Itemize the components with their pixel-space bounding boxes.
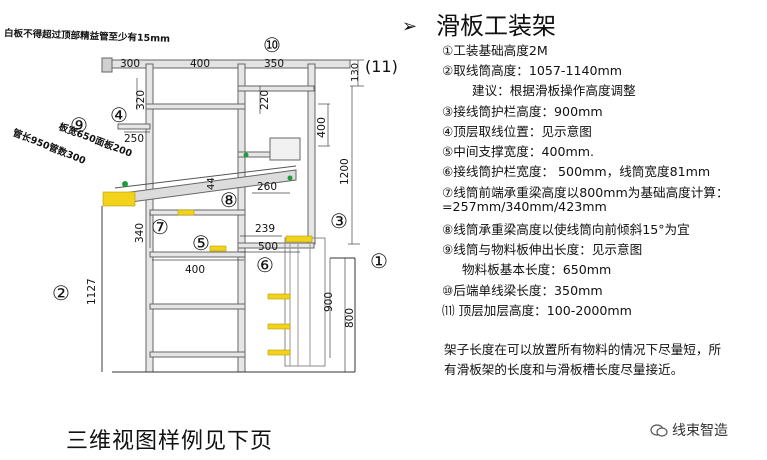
spec-line-9: =257mm/340mm/423mm — [442, 199, 607, 214]
spec-title: ➢ 滑板工装架 — [402, 6, 556, 41]
frame-drawing: 300 400 350 130 320 250 220 400 1200 44 … — [4, 27, 398, 373]
spec-line-14: ⑾ 顶层加层高度：100-2000mm — [442, 303, 632, 318]
callout-4: ④ — [110, 103, 128, 127]
spec-line-12: 物料板基本长度：650mm — [462, 262, 612, 277]
dim-400-vert: 400 — [315, 117, 328, 138]
dim-1200: 1200 — [339, 158, 351, 185]
yellow-guard-top — [285, 235, 313, 243]
dim-250: 250 — [124, 133, 144, 145]
spec-title-text: 滑板工装架 — [436, 12, 556, 40]
dim-800: 800 — [344, 308, 356, 328]
dim-239: 239 — [255, 223, 275, 235]
dim-400-top: 400 — [190, 58, 210, 70]
beam-a — [145, 103, 246, 110]
spec-line-11: ⑨线筒与物料板伸出长度：见示意图 — [442, 242, 643, 257]
watermark-text: 线束智造 — [672, 423, 728, 439]
spec-line-13: ⑩后端单线梁长度：350mm — [442, 283, 603, 298]
top-left-stub — [101, 57, 113, 73]
spec-line-1: ①工装基础高度2M — [442, 43, 548, 58]
spec-line-7: ⑥接线筒护栏宽度： 500mm，线筒宽度81mm — [442, 164, 711, 179]
spec-line-4: ③接线筒护栏高度：900mm — [442, 104, 603, 119]
beam-e — [149, 351, 246, 358]
dim-44: 44 — [206, 177, 217, 190]
bin-box — [269, 137, 301, 161]
callout-6: ⑥ — [256, 253, 274, 277]
beam-d — [149, 303, 246, 310]
callout-7: ⑦ — [151, 215, 169, 239]
beam-right-low — [237, 242, 315, 249]
spec-line-5: ④顶层取线位置：见示意图 — [442, 124, 592, 139]
dim-350: 350 — [264, 58, 284, 70]
dim-1127: 1127 — [86, 278, 98, 305]
dim-220: 220 — [259, 90, 271, 110]
callout-8: ⑧ — [220, 188, 238, 212]
dim-130: 130 — [350, 63, 361, 82]
bullet-arrow-icon: ➢ — [402, 16, 418, 37]
guard-frame — [284, 237, 326, 367]
dim-300: 300 — [120, 58, 140, 70]
dim-340: 340 — [134, 223, 146, 243]
spec-line-3: 建议：根据滑板操作高度调整 — [472, 83, 636, 98]
dim-500: 500 — [258, 241, 278, 253]
callout-11: (11) — [365, 57, 398, 76]
paragraph-line-2: 有滑板架的长度和与滑板槽长度尽量接近。 — [444, 362, 684, 377]
spec-line-8: ⑦线筒前端承重梁高度以800mm为基础高度计算： — [442, 185, 729, 200]
paragraph-line-1: 架子长度在可以放置所有物料的情况下尽量短，所 — [444, 342, 722, 357]
callout-3: ③ — [330, 209, 348, 233]
middle-post — [237, 63, 246, 373]
spec-line-2: ②取线筒高度：1057-1140mm — [442, 63, 623, 78]
upper-arm — [117, 123, 151, 130]
top-note: 白板不得超过顶部精益管至少有15mm — [4, 27, 170, 45]
dim-320: 320 — [135, 90, 147, 110]
watermark: 线束智造 — [650, 420, 728, 440]
caption: 三维视图样例见下页 — [66, 429, 274, 454]
spec-line-6: ⑤中间支撑宽度：400mm. — [442, 144, 595, 159]
callout-5: ⑤ — [192, 231, 210, 255]
callout-2: ② — [52, 281, 70, 305]
spec-line-10: ⑧线筒承重梁高度以使线筒向前倾斜15°为宜 — [442, 222, 690, 237]
callout-1: ① — [370, 249, 388, 273]
dim-400-bottom: 400 — [185, 264, 205, 276]
callout-9: ⑨ — [70, 113, 88, 137]
beam-right-top — [237, 85, 315, 92]
beam-c — [149, 251, 246, 258]
dim-900: 900 — [323, 292, 335, 312]
dim-260: 260 — [257, 181, 277, 193]
wechat-icon — [650, 424, 668, 437]
yellow-slide-end — [102, 191, 136, 207]
callout-10: ⑩ — [263, 33, 281, 57]
